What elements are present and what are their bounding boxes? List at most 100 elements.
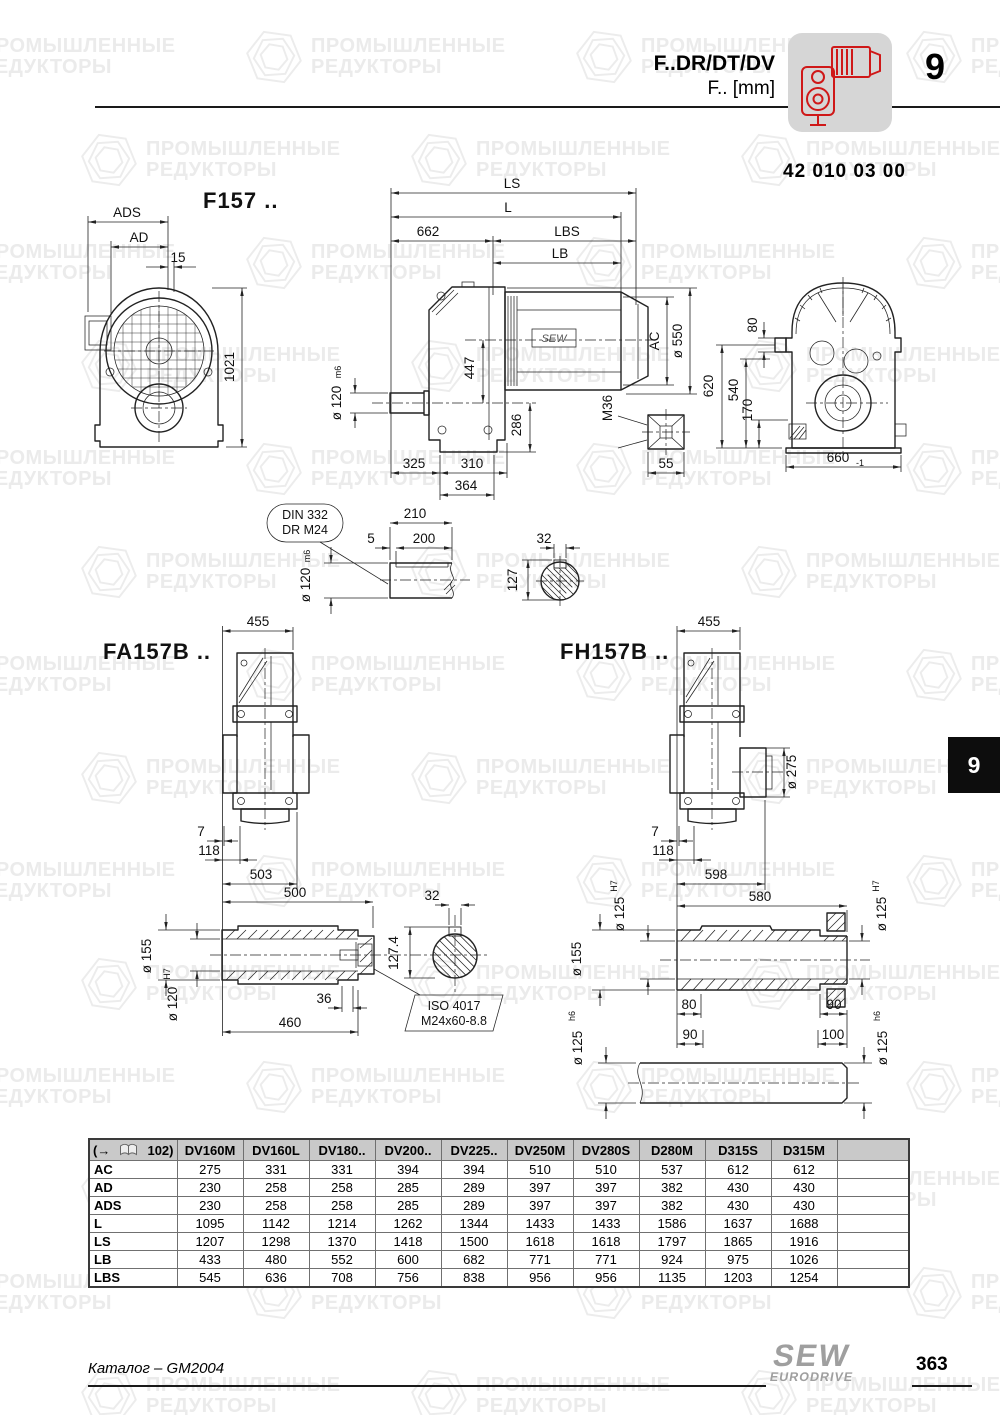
dimension-value: 382 bbox=[638, 1196, 706, 1215]
svg-text:H7: H7 bbox=[609, 880, 619, 892]
svg-text:-1: -1 bbox=[856, 458, 864, 468]
svg-text:364: 364 bbox=[455, 478, 478, 493]
book-icon bbox=[120, 1143, 138, 1156]
svg-text:AC: AC bbox=[647, 331, 662, 350]
dimension-value: 258 bbox=[242, 1196, 310, 1215]
footer-rule-left bbox=[88, 1385, 766, 1387]
dimension-value: 1142 bbox=[242, 1214, 310, 1233]
svg-text:DR M24: DR M24 bbox=[282, 523, 328, 537]
catalog-name: Каталог – GM2004 bbox=[88, 1360, 225, 1377]
drawing-hollow-shaft-fa: 500 32 ø 155 bbox=[139, 885, 504, 1036]
dimension-value: 838 bbox=[440, 1268, 508, 1288]
svg-text:32: 32 bbox=[536, 531, 551, 546]
bore-section bbox=[432, 915, 478, 992]
dimension-value: 1618 bbox=[572, 1232, 640, 1251]
dimension-value: 545 bbox=[176, 1268, 244, 1288]
empty-cell bbox=[836, 1214, 910, 1233]
svg-text:LBS: LBS bbox=[554, 224, 580, 239]
column-header-empty bbox=[836, 1138, 910, 1161]
dimension-value: 285 bbox=[374, 1178, 442, 1197]
dimension-value: 1618 bbox=[506, 1232, 574, 1251]
dimension-value: 924 bbox=[638, 1250, 706, 1269]
logo-sew: SEW bbox=[770, 1338, 854, 1373]
svg-text:620: 620 bbox=[701, 375, 716, 398]
dimension-value: 1298 bbox=[242, 1232, 310, 1251]
dimension-value: 975 bbox=[704, 1250, 772, 1269]
dimension-value: 1500 bbox=[440, 1232, 508, 1251]
column-header: DV250M bbox=[506, 1138, 574, 1161]
dimension-value: 394 bbox=[440, 1160, 508, 1179]
svg-text:ISO 4017: ISO 4017 bbox=[428, 999, 481, 1013]
svg-text:M36: M36 bbox=[600, 395, 615, 421]
dimension-value: 1135 bbox=[638, 1268, 706, 1288]
svg-text:ø 155: ø 155 bbox=[139, 939, 154, 974]
dimension-value: 258 bbox=[308, 1196, 376, 1215]
svg-text:L: L bbox=[504, 200, 512, 215]
logo-eurodrive: EURODRIVE bbox=[768, 1369, 855, 1384]
svg-text:170: 170 bbox=[740, 399, 755, 422]
dimension-value: 430 bbox=[770, 1178, 838, 1197]
column-header: DV180.. bbox=[308, 1138, 376, 1161]
empty-cell bbox=[836, 1268, 910, 1288]
dimension-value: 771 bbox=[572, 1250, 640, 1269]
column-header: DV160L bbox=[242, 1138, 310, 1161]
dimension-value: 397 bbox=[572, 1178, 640, 1197]
header-product: F..DR/DT/DV F.. [mm] bbox=[654, 52, 775, 100]
dimension-value: 600 bbox=[374, 1250, 442, 1269]
dimension-value: 430 bbox=[704, 1196, 772, 1215]
svg-text:80: 80 bbox=[681, 997, 696, 1012]
svg-text:500: 500 bbox=[284, 885, 307, 900]
dimension-value: 552 bbox=[308, 1250, 376, 1269]
dimension-value: 1203 bbox=[704, 1268, 772, 1288]
dimension-value: 230 bbox=[176, 1196, 244, 1215]
dimension-value: 289 bbox=[440, 1196, 508, 1215]
page-number: 363 bbox=[916, 1354, 948, 1375]
column-header: D315S bbox=[704, 1138, 772, 1161]
svg-text:286: 286 bbox=[509, 414, 524, 437]
hatch bbox=[680, 929, 848, 991]
dimension-value: 433 bbox=[176, 1250, 244, 1269]
svg-text:540: 540 bbox=[726, 379, 741, 402]
dimension-value: 430 bbox=[770, 1196, 838, 1215]
table-corner-cell: (→ 102) bbox=[88, 1138, 178, 1161]
sew-eurodrive-logo: SEW EURODRIVE bbox=[768, 1338, 855, 1384]
dimension-value: 1344 bbox=[440, 1214, 508, 1233]
svg-text:90: 90 bbox=[682, 1027, 697, 1042]
hatch bbox=[225, 929, 373, 981]
svg-text:455: 455 bbox=[698, 614, 721, 629]
dimension-value: 289 bbox=[440, 1178, 508, 1197]
dimension-value: 1214 bbox=[308, 1214, 376, 1233]
dimension-value: 708 bbox=[308, 1268, 376, 1288]
dimension-value: 956 bbox=[506, 1268, 574, 1288]
svg-text:55: 55 bbox=[658, 456, 673, 471]
svg-text:310: 310 bbox=[461, 456, 484, 471]
svg-text:ø 120: ø 120 bbox=[298, 568, 313, 603]
dimension-value: 1433 bbox=[506, 1214, 574, 1233]
svg-text:127.4: 127.4 bbox=[386, 936, 401, 970]
dimension-value: 397 bbox=[506, 1178, 574, 1197]
svg-text:580: 580 bbox=[749, 889, 772, 904]
column-header: D315M bbox=[770, 1138, 838, 1161]
dimension-value: 331 bbox=[308, 1160, 376, 1179]
dimension-value: 1688 bbox=[770, 1214, 838, 1233]
drawing-fa157b: FA157B .. 455 7 118 bbox=[103, 614, 310, 1036]
row-label: AD bbox=[88, 1178, 178, 1197]
svg-text:662: 662 bbox=[417, 224, 440, 239]
svg-text:m6: m6 bbox=[333, 366, 343, 379]
